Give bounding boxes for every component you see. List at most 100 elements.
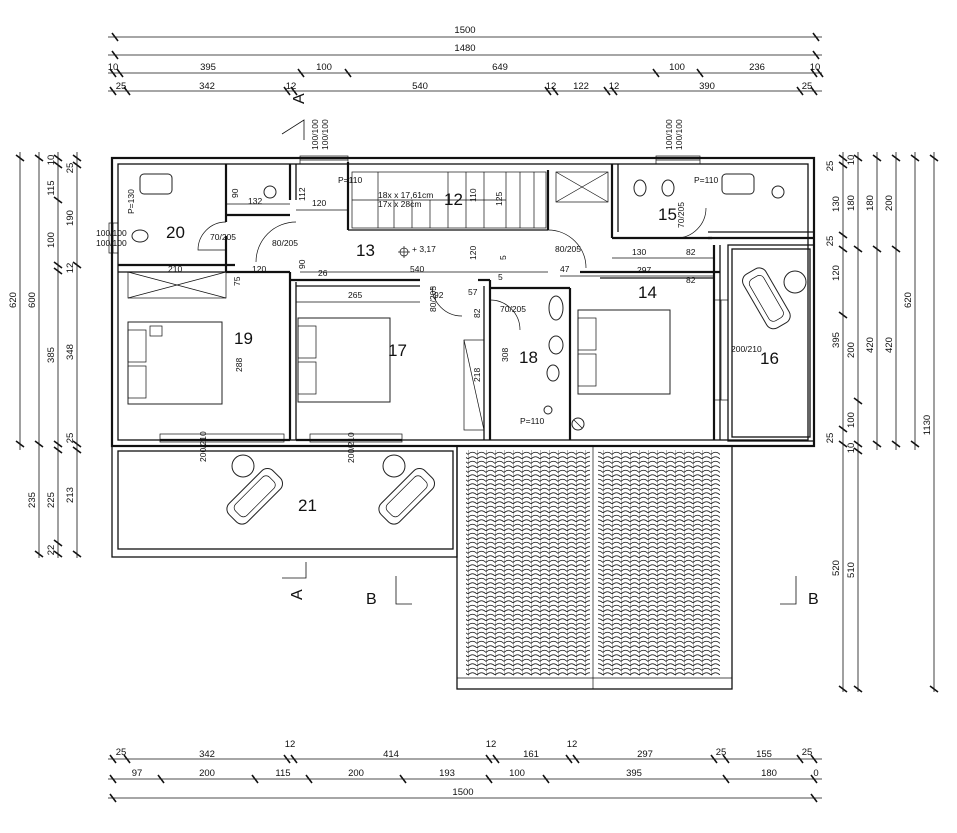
room-20-label: 20	[166, 223, 185, 242]
in-120a: 120	[312, 198, 326, 208]
room-12-label: 12	[444, 190, 463, 209]
dim-left-235: 235	[27, 492, 38, 508]
level-mark: + 3,17	[412, 244, 436, 254]
dim-left-10a: 10	[46, 155, 57, 166]
door-15: 70/205	[676, 202, 686, 228]
in-26: 26	[318, 268, 328, 278]
dim-bot-total: 1500	[452, 787, 473, 798]
room-15-label: 15	[658, 205, 677, 224]
dim-bot-r2-a: 97	[132, 768, 143, 779]
dim-left-600: 600	[27, 292, 38, 308]
in-90b: 90	[297, 259, 307, 269]
dim-right-25a: 25	[825, 161, 836, 172]
furniture	[127, 173, 807, 525]
dim-bot-r1-i: 25	[716, 747, 727, 758]
in-5: 5	[498, 272, 503, 282]
in-92: 92	[434, 290, 444, 300]
dim-right-395: 395	[831, 332, 842, 348]
dim-right-200a: 200	[846, 342, 857, 358]
door-17-terrace: 200/210	[346, 432, 356, 463]
in-210: 210	[168, 264, 182, 274]
win-label-1b: 100/100	[320, 119, 330, 150]
dim-top-inner: 1480	[454, 43, 475, 54]
door-stair: 80/205	[555, 244, 581, 254]
in-82c: 82	[472, 308, 482, 318]
dim-left-213: 213	[65, 487, 76, 503]
door-19-terrace: 200/210	[198, 431, 208, 462]
windows: 100/100 100/100 100/100 100/100 100/100 …	[96, 119, 729, 443]
in-120b: 120	[468, 246, 478, 260]
dim-right-200b: 200	[884, 195, 895, 211]
win-label-3: 100/100	[96, 228, 127, 238]
dim-top-r2-f: 122	[573, 81, 589, 92]
win-label-2b: 100/100	[674, 119, 684, 150]
dim-top-r1-a: 10	[108, 62, 119, 73]
dim-top-r1-c: 100	[316, 62, 332, 73]
room-21-label: 21	[298, 496, 317, 515]
dim-left-100: 100	[46, 232, 57, 248]
dim-left-115: 115	[46, 180, 57, 195]
dim-bot-r1-a: 25	[116, 747, 127, 758]
win-label-1: 100/100	[310, 119, 320, 150]
dim-left-22: 22	[46, 545, 57, 556]
in-82b: 82	[686, 275, 696, 285]
in-288: 288	[234, 358, 244, 372]
dim-right-130: 130	[831, 196, 842, 212]
room-labels: 12 13 14 15 16 17 18 19 20 21	[166, 190, 779, 515]
bottom-dimension-chains: 25 342 12 414 12 161 12 297 25 155 25 97…	[108, 739, 822, 803]
door-20: 70/205	[210, 232, 236, 242]
dim-right-10b: 10	[846, 443, 857, 454]
dim-right-10a: 10	[846, 155, 857, 166]
inner-dimensions: 132 90 120 112 90 540 110 125 120 5 130 …	[168, 187, 714, 382]
annotations: P=110 P=110 P=130 P=110 + 3,17	[126, 175, 718, 426]
dim-right-420a: 420	[865, 337, 876, 353]
dim-bot-r1-k: 25	[802, 747, 813, 758]
dim-right-620: 620	[903, 292, 914, 308]
dim-bot-r2-g: 395	[626, 768, 642, 779]
building-outline	[110, 156, 816, 690]
room-17-label: 17	[388, 341, 407, 360]
door-13: 80/205	[272, 238, 298, 248]
dim-top-r1-e: 100	[669, 62, 685, 73]
sill-15: P=110	[694, 175, 718, 185]
dim-bot-r2-d: 200	[348, 768, 364, 779]
dim-left-348: 348	[65, 344, 76, 360]
in-130: 130	[632, 247, 646, 257]
dim-left-25b: 25	[65, 433, 76, 444]
room-13-label: 13	[356, 241, 375, 260]
in-57: 57	[468, 287, 478, 297]
in-132: 132	[248, 196, 262, 206]
dim-top-r2-h: 390	[699, 81, 715, 92]
sill-18: P=110	[520, 416, 544, 426]
win-label-3b: 100/100	[96, 238, 127, 248]
right-dimension-chains: 25 130 25 120 395 25 520 10 180 200 100 …	[825, 152, 939, 693]
door-17: 80/205	[428, 286, 438, 312]
roof-tiles-left	[466, 450, 590, 676]
dim-bot-r2-e: 193	[439, 768, 455, 779]
dim-top-r2-i: 25	[802, 81, 813, 92]
dim-right-1130: 1130	[922, 415, 933, 435]
dim-bot-r1-j: 155	[756, 749, 772, 760]
doors: 70/205 80/205 80/205 80/205 70/205 70/20…	[197, 202, 762, 463]
dim-bot-r1-h: 297	[637, 749, 653, 760]
room-16-label: 16	[760, 349, 779, 368]
in-265: 265	[348, 290, 362, 300]
dim-bot-r2-f: 100	[509, 768, 525, 779]
dim-bot-r2-i: 0	[813, 768, 818, 779]
dim-right-100: 100	[846, 412, 857, 428]
stair-rise: 18x x 17,61cm	[378, 190, 433, 200]
stair-run: 17x x 28cm	[378, 199, 421, 209]
in-110: 110	[468, 188, 478, 202]
dim-top-r2-g: 12	[609, 81, 620, 92]
section-b-right: B	[808, 591, 819, 608]
dim-right-180b: 180	[865, 195, 876, 211]
in-297: 297	[637, 265, 651, 275]
dim-bot-r2-c: 115	[275, 768, 290, 779]
dim-right-420b: 420	[884, 337, 895, 353]
in-47: 47	[560, 264, 570, 274]
in-120c: 120	[252, 264, 266, 274]
dim-top-r2-a: 25	[116, 81, 127, 92]
door-16: 200/210	[731, 344, 762, 354]
dim-top-r1-g: 10	[810, 62, 821, 73]
